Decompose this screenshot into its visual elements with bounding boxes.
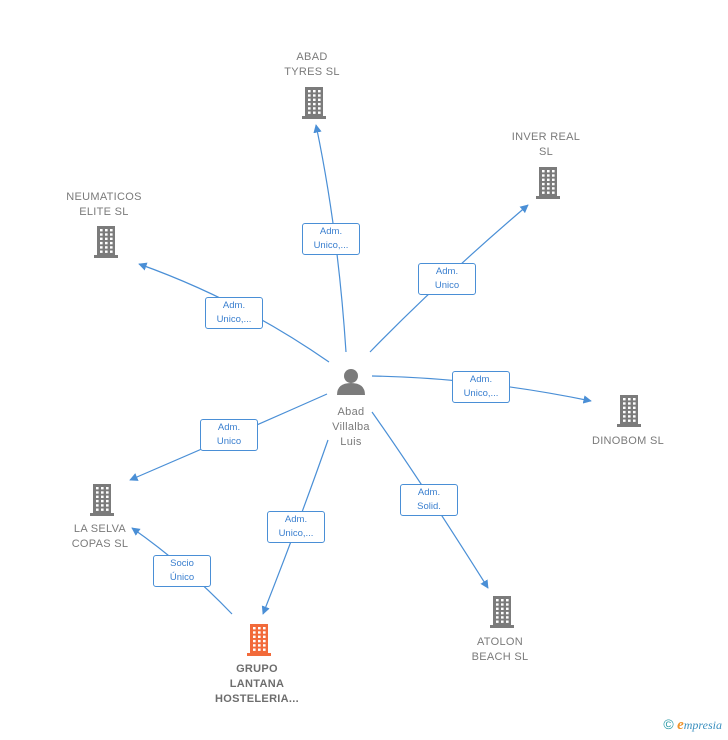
edge-label-grupo-lantana[interactable]: Adm. Unico,... <box>267 511 325 543</box>
atolon-beach-label: ATOLON BEACH SL <box>471 636 529 663</box>
edge-label-inver-real[interactable]: Adm. Unico <box>418 263 476 295</box>
edge-label-atolon-beach[interactable]: Adm. Solid. <box>400 484 458 516</box>
inver-real-label: INVER REAL SL <box>511 131 581 158</box>
edge-label-neumaticos-elite[interactable]: Adm. Unico,... <box>205 297 263 329</box>
la-selva-copas-label: LA SELVA COPAS SL <box>71 523 129 550</box>
dinobom-building-icon[interactable] <box>617 395 641 427</box>
neumaticos-elite-label: NEUMATICOS ELITE SL <box>66 191 142 218</box>
copyright-icon: © <box>663 716 674 732</box>
grupo-lantana-label: GRUPO LANTANA HOSTELERIA... <box>215 663 299 705</box>
inver-real-building-icon[interactable] <box>536 167 560 199</box>
abad-tyres-building-icon[interactable] <box>302 87 326 119</box>
brand-logo-text: mpresia <box>683 718 722 732</box>
grupo-lantana-building-icon[interactable] <box>247 624 271 656</box>
atolon-beach-building-icon[interactable] <box>490 596 514 628</box>
edge-label-la-selva-copas[interactable]: Socio Único <box>153 555 211 587</box>
abad-tyres-label: ABAD TYRES SL <box>284 51 340 78</box>
neumaticos-elite-building-icon[interactable] <box>94 226 118 258</box>
la-selva-copas-building-icon[interactable] <box>90 484 114 516</box>
footer-brand[interactable]: © empresia <box>663 716 722 734</box>
edge-label-dinobom[interactable]: Adm. Unico,... <box>452 371 510 403</box>
brand-logo-initial: e <box>677 717 684 733</box>
edge-label-la-selva-copas[interactable]: Adm. Unico <box>200 419 258 451</box>
dinobom-label: DINOBOM SL <box>591 435 665 447</box>
center-person-icon[interactable] <box>337 369 365 395</box>
center-person-label: Abad Villalba Luis <box>332 406 370 448</box>
edge-label-abad-tyres[interactable]: Adm. Unico,... <box>302 223 360 255</box>
